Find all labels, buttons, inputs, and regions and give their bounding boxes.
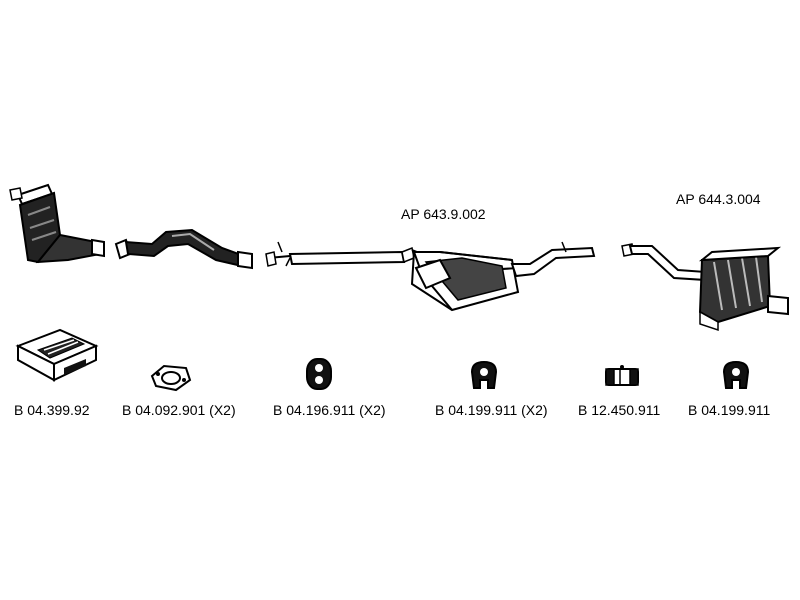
- gasket-drawing: [150, 364, 192, 392]
- accessory-label-5: B 12.450.911: [578, 402, 661, 418]
- intermediate-pipe-drawing: [114, 228, 253, 270]
- main-silencer-drawing: [265, 241, 596, 312]
- accessory-label-6: B 04.199.911: [688, 402, 771, 418]
- rear-silencer-drawing: [621, 243, 789, 332]
- accessory-label-2: B 04.092.901 (X2): [122, 402, 236, 418]
- pipe-clamp-drawing: [605, 365, 639, 386]
- front-pipe-catalyst-drawing: [9, 183, 105, 264]
- accessory-label-3: B 04.196.911 (X2): [273, 402, 386, 418]
- rubber-hanger-rear-drawing: [722, 360, 750, 389]
- accessory-label-4: B 04.199.911 (X2): [435, 402, 548, 418]
- mounting-kit-drawing: [15, 328, 99, 382]
- rubber-hanger-double-drawing: [306, 358, 332, 390]
- rear-silencer-label: AP 644.3.004: [676, 191, 761, 207]
- main-silencer-label: AP 643.9.002: [401, 206, 486, 222]
- rubber-hanger-drawing: [470, 360, 498, 389]
- accessory-label-1: B 04.399.92: [14, 402, 90, 418]
